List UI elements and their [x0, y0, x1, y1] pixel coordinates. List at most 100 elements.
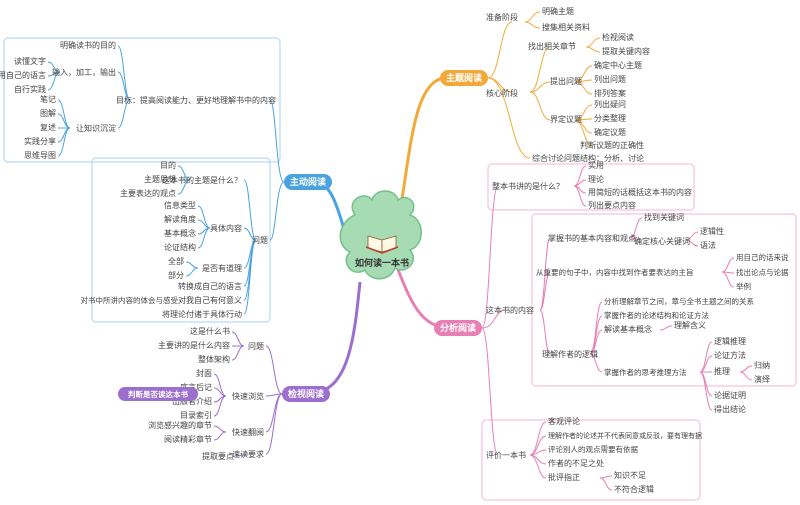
inspect-note: 判断是否读这本书 — [128, 389, 188, 399]
branch-analytic[interactable]: 分析阅读 — [434, 320, 482, 336]
theme-core-a-item-2: 提取关键内容 — [602, 46, 650, 56]
active-goal-c-item-3: 复述 — [40, 122, 56, 132]
open-book-icon — [365, 235, 399, 254]
analytic-a1[interactable]: 整本书讲的是什么？ — [492, 181, 564, 191]
theme-core-c-extra: 判断议题的正确性 — [580, 140, 644, 150]
connector-analytic — [393, 261, 451, 330]
analytic-a2-z-item-2: 掌握作者的论述结构和论证方法 — [604, 310, 709, 320]
theme-core-b-item-2: 列出问题 — [594, 74, 626, 84]
branch-inspect[interactable]: 检视阅读 — [282, 386, 330, 402]
theme-labels: 准备阶段 明确主题 搜集相关资料 核心阶段 找出相关章节 检视阅读 提取关键内容… — [486, 6, 650, 163]
analytic-a3[interactable]: 评价一本书 — [486, 450, 526, 460]
theme-prep[interactable]: 准备阶段 — [486, 12, 518, 22]
inspect-i2-item-4: 目录索引 — [180, 410, 212, 420]
active-q-b-item-3: 基本概念 — [164, 228, 196, 238]
inspect-i4-item: 提取要点 — [202, 451, 234, 461]
analytic-a2-z[interactable]: 理解作者的逻辑 — [542, 349, 598, 359]
active-q-c: 是否有道理 — [202, 263, 242, 273]
analytic-a2-x-item-2: 确定核心关键词 — [634, 236, 690, 246]
central-cloud-shape — [339, 190, 422, 280]
analytic-a1-item-1: 实用 — [588, 160, 604, 170]
central-node[interactable]: 如何读一本书 — [339, 190, 422, 280]
analytic-a2-x-sub-2: 语法 — [700, 240, 716, 250]
inspect-i1-item-3: 整体架构 — [198, 354, 230, 364]
inspect-i1-item-1: 这是什么书 — [190, 326, 230, 336]
theme-core-b-item-1: 确定中心主题 — [594, 60, 642, 70]
analytic-a2-y-item-1: 找出论点与论据 — [736, 267, 789, 277]
analytic-a2[interactable]: 这本书的内容 — [486, 305, 534, 315]
analytic-a2-y-item-2: 举例 — [736, 281, 751, 291]
analytic-a2-z-d-item-7: 得出结论 — [714, 404, 746, 414]
analytic-a2-y[interactable]: 从重要的句子中，内容中找到作者要表达的主旨 — [536, 267, 694, 277]
analytic-a1-item-2: 理论 — [588, 174, 604, 184]
analytic-a2-z-d-item-2: 论证方法 — [714, 350, 746, 360]
active-goal-c-item-4: 实践分享 — [24, 136, 56, 146]
inspect-i2[interactable]: 快速浏览 — [232, 391, 264, 401]
theme-core-c-item-1: 列出疑问 — [594, 99, 626, 109]
active-q-f: 将理论付诸于具体行动 — [162, 309, 242, 319]
branch-inspect-label: 检视阅读 — [288, 388, 324, 400]
analytic-subtree — [481, 165, 753, 491]
active-q-d: 转换成自己的语言 — [178, 281, 242, 291]
branch-active[interactable]: 主动阅读 — [284, 174, 332, 190]
active-q-b: 具体内容 — [210, 223, 242, 233]
active-subtree — [47, 45, 285, 315]
analytic-a2-z-c: 解读基本概念 — [604, 324, 652, 334]
inspect-i1[interactable]: 问题 — [248, 342, 264, 351]
theme-subtree — [487, 11, 601, 159]
theme-core-a-item-1: 检视阅读 — [602, 32, 634, 42]
analytic-a2-x[interactable]: 掌握书的基本内容和观点 — [548, 233, 636, 243]
active-goal-c-item-5: 思维导图 — [24, 150, 56, 160]
theme-core-b[interactable]: 提出问题 — [550, 76, 582, 86]
inspect-i3[interactable]: 快速翻阅 — [232, 427, 264, 437]
analytic-a2-z-d-item-3: 推理 — [714, 366, 730, 376]
inspect-subtree — [213, 331, 283, 457]
inspect-labels: 问题 这是什么书 主要讲的是什么内容 整体架构 快速浏览 封面 序言后记 出版者… — [118, 326, 264, 461]
theme-core-c-item-3: 确定议题 — [594, 127, 626, 137]
active-q[interactable]: 问题 — [252, 236, 268, 245]
active-q-c-item-1: 全部 — [168, 256, 184, 266]
active-goal-a: 明确读书的目的 — [60, 40, 116, 50]
active-q-e-item: 对书中所讲内容的体会与感受 — [81, 295, 179, 305]
analytic-a2-z-d-item-5: 演绎 — [754, 374, 770, 384]
theme-core-b-item-3: 排列答案 — [594, 88, 626, 98]
active-goal-b: 输入，加工，输出 — [52, 67, 116, 77]
branch-analytic-label: 分析阅读 — [440, 322, 476, 334]
inspect-i3-item-2: 阅读精彩章节 — [164, 434, 212, 444]
analytic-frame-2 — [531, 213, 797, 387]
analytic-a2-z-d-item-6: 论据证明 — [714, 390, 746, 400]
active-frame-1 — [3, 37, 281, 163]
active-goal-b-item-2: 用自己的语言 — [0, 70, 46, 80]
analytic-frame-3 — [481, 419, 701, 501]
active-goal[interactable]: 目标：提高阅读能力、更好地理解书中的内容 — [116, 95, 276, 105]
active-goal-c-item-2: 图解 — [40, 108, 56, 118]
analytic-a2-y-extra: 用自己的话来说 — [736, 252, 789, 262]
active-q-b-item-1: 信息类型 — [164, 200, 196, 210]
inspect-i2-item-1: 封面 — [196, 368, 212, 378]
inspect-i4[interactable]: 速读要求 — [232, 449, 264, 459]
analytic-a2-x-item-1: 找到关键词 — [644, 212, 684, 222]
analytic-frame-1 — [487, 163, 695, 211]
active-q-b-item-4: 论证结构 — [164, 242, 196, 252]
analytic-a2-z-c-item: 理解含义 — [674, 320, 706, 330]
central-label: 如何读一本书 — [355, 257, 409, 269]
branch-theme-label: 主题阅读 — [446, 72, 482, 84]
active-q-a: 这本书的主题是什么？ — [162, 175, 242, 185]
branch-theme[interactable]: 主题阅读 — [440, 70, 488, 86]
active-goal-b-item-3: 自行实践 — [14, 84, 46, 94]
theme-core-c-item-2: 分类整理 — [594, 113, 626, 123]
active-labels: 目标：提高阅读能力、更好地理解书中的内容 明确读书的目的 输入，加工，输出 读懂… — [0, 40, 276, 319]
analytic-a3-b: 批评指正 — [548, 472, 580, 482]
analytic-a2-x-sub-1: 逻辑性 — [700, 226, 724, 236]
analytic-a2-z-d: 掌握作者的思考推理方法 — [604, 367, 687, 377]
theme-core[interactable]: 核心阶段 — [486, 88, 518, 98]
theme-core-c[interactable]: 界定议题 — [550, 114, 582, 124]
theme-core-a[interactable]: 找出相关章节 — [528, 41, 576, 51]
theme-prep-item-2: 搜集相关资料 — [542, 22, 590, 32]
active-q-b-item-2: 解读角度 — [164, 214, 196, 224]
active-goal-c-item-1: 笔记 — [40, 94, 56, 104]
analytic-a3-b-item-2: 不符合逻辑 — [614, 484, 654, 494]
analytic-a3-b-item-1: 知识不足 — [614, 470, 646, 480]
inspect-note-badge: 判断是否读这本书 — [118, 387, 198, 401]
theme-discuss[interactable]: 综合讨论问题结构：分析、讨论 — [532, 153, 644, 163]
